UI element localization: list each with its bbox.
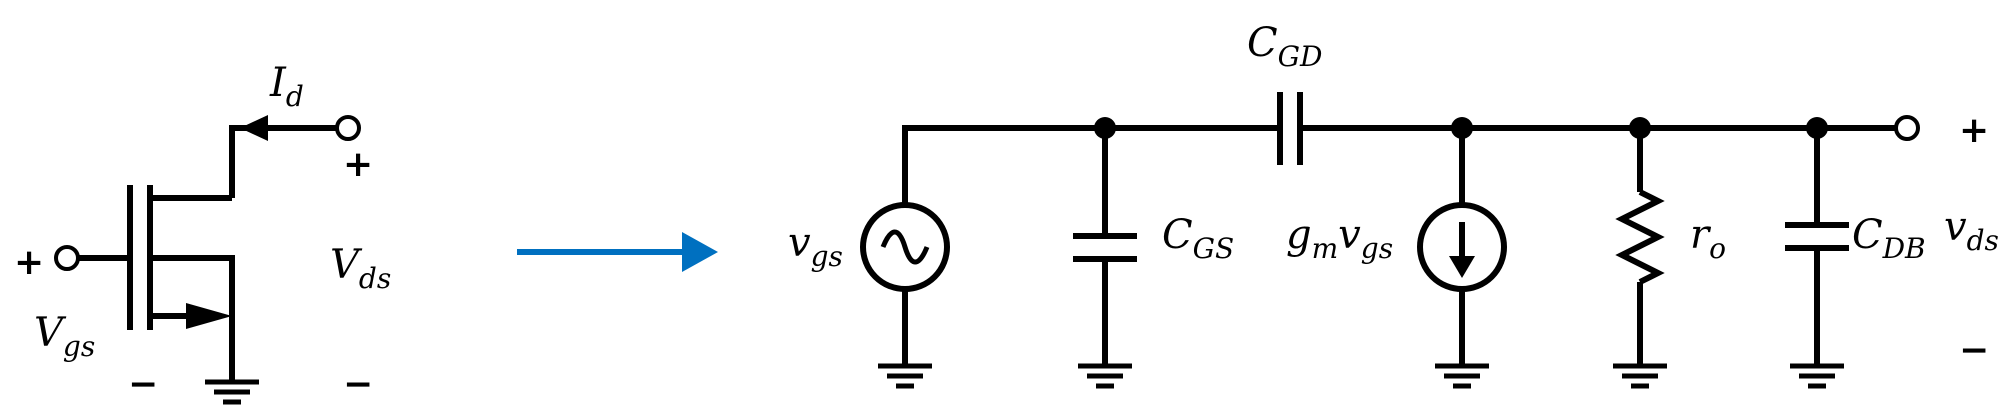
mosfet-symbol — [54, 115, 361, 382]
cgd-label: CGD — [1247, 20, 1322, 73]
junction-dots — [1094, 117, 1828, 139]
drain-current-label: Id — [269, 60, 304, 113]
ground-cgs — [1078, 363, 1132, 389]
junction-dot — [1806, 117, 1828, 139]
transform-arrow — [517, 232, 718, 272]
ground-symbols — [878, 363, 1844, 389]
transform-arrow-head — [682, 232, 718, 272]
gm-vgs-label: gmvgs — [1286, 212, 1393, 265]
ground-vgs — [878, 363, 932, 389]
ro-zigzag — [1615, 189, 1665, 285]
gate-terminal — [54, 245, 80, 271]
output-plus-sign: + — [1959, 110, 1989, 151]
output-terminal — [1894, 115, 1920, 141]
gate-minus-sign: − — [128, 364, 158, 405]
vds-label: Vds — [330, 242, 391, 295]
output-minus-sign: − — [1959, 330, 1989, 371]
junction-dot — [1629, 117, 1651, 139]
mosfet-ground — [205, 379, 259, 405]
small-signal-model — [860, 92, 1920, 366]
vds-output-label: vds — [1944, 204, 1999, 257]
gm-arrow-head — [1449, 256, 1475, 278]
drain-minus-sign: − — [343, 364, 373, 405]
ground-cdb — [1790, 363, 1844, 389]
ground-ro — [1613, 363, 1667, 389]
drain-plus-sign: + — [343, 144, 373, 185]
drain-terminal — [335, 115, 361, 141]
gate-plus-sign: + — [14, 242, 44, 283]
cgs-label: CGS — [1162, 212, 1234, 265]
cdb-label: CDB — [1852, 212, 1926, 265]
vgs-label: Vgs — [34, 310, 95, 363]
drain-current-arrow — [240, 115, 268, 141]
source-arrow — [186, 303, 232, 329]
ro-label: ro — [1690, 212, 1726, 265]
ground-gm — [1435, 363, 1489, 389]
junction-dot — [1451, 117, 1473, 139]
sine-icon — [880, 229, 930, 265]
junction-dot — [1094, 117, 1116, 139]
vgs-source-label: vgs — [788, 220, 843, 273]
